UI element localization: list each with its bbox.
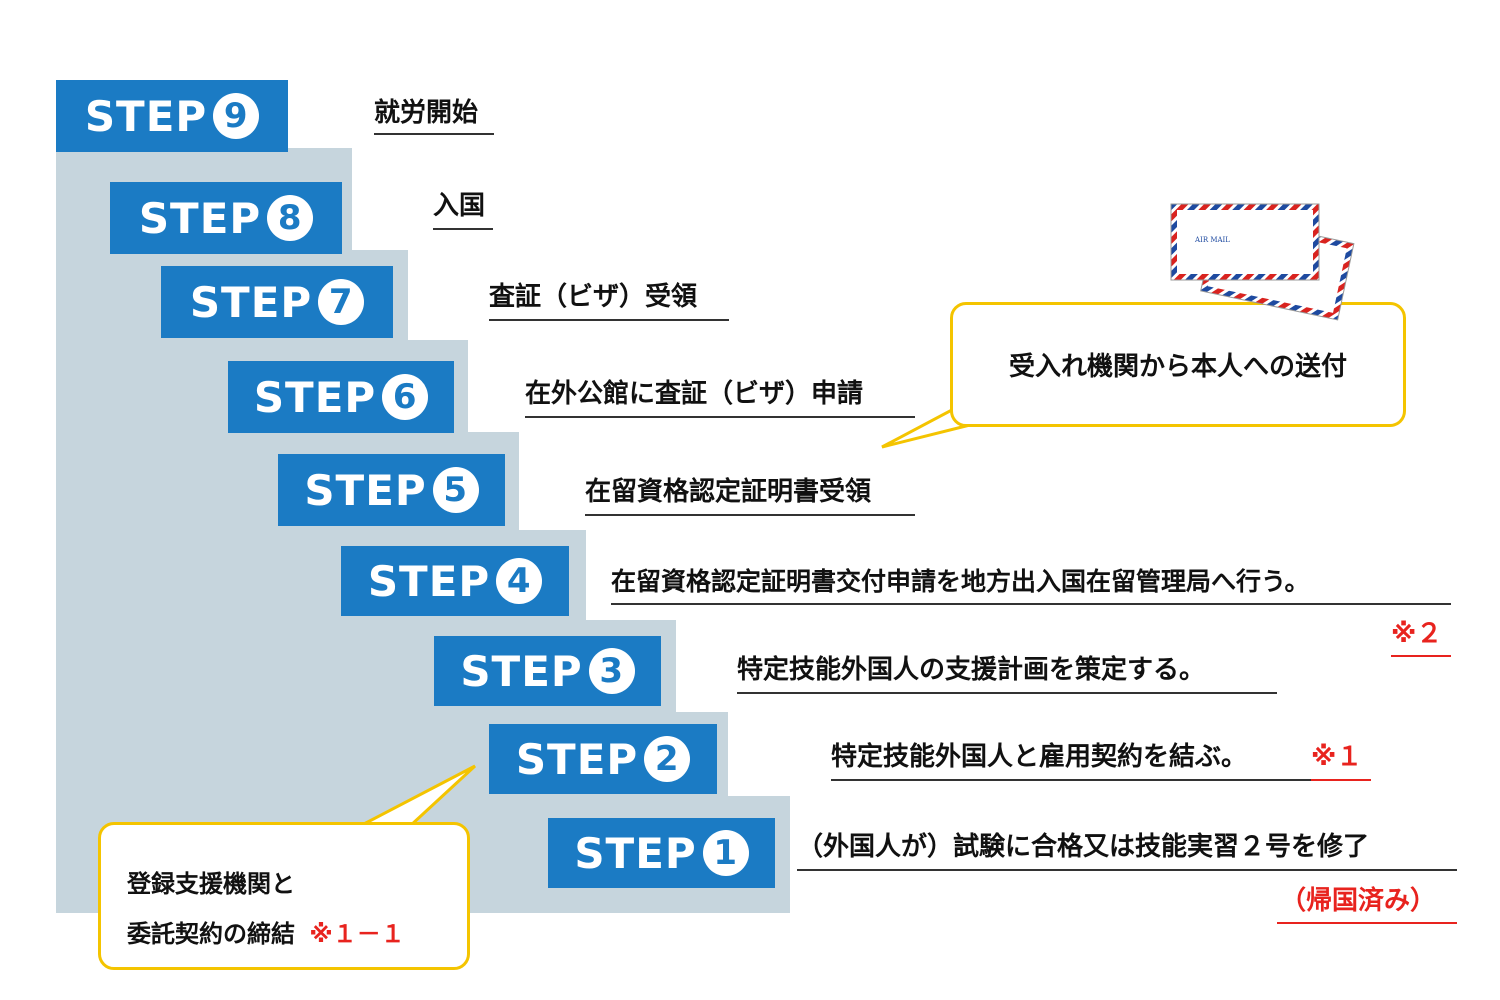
- step-2-note-underline: [1311, 779, 1371, 781]
- step-4-note-underline: [1391, 655, 1451, 657]
- step-3-underline: [737, 692, 1277, 694]
- airmail-envelope-icon: AIR MAIL: [1170, 203, 1355, 321]
- step-label: STEP: [84, 91, 208, 141]
- step-9-underline: [374, 133, 494, 135]
- step-2-note: ※１: [1311, 742, 1363, 772]
- step-label: STEP: [304, 465, 427, 515]
- step-7-underline: [489, 319, 729, 321]
- step-1-note-underline: [1277, 922, 1457, 924]
- step-4-underline: [611, 603, 1451, 605]
- step-7-description: 査証（ビザ）受領: [489, 282, 698, 312]
- step-number: 8: [267, 195, 314, 241]
- step-1-underline: [797, 869, 1457, 871]
- step-1-description: （外国人が）試験に合格又は技能実習２号を修了: [797, 832, 1370, 862]
- step-label: STEP: [574, 828, 697, 878]
- step-4-note: ※２: [1391, 619, 1443, 649]
- step-number: 9: [213, 93, 260, 139]
- step-6-box: STEP 6: [228, 361, 454, 433]
- send-bubble: 受入れ機関から本人への送付: [950, 302, 1406, 427]
- send-bubble-text: 受入れ機関から本人への送付: [1008, 352, 1347, 382]
- step-label: STEP: [253, 372, 377, 422]
- step-label: STEP: [189, 277, 313, 327]
- step-label: STEP: [367, 556, 491, 606]
- step-1-box: STEP 1: [548, 818, 775, 888]
- step-3-description: 特定技能外国人の支援計画を策定する。: [737, 655, 1206, 685]
- contract-bubble: 登録支援機関と 委託契約の締結 ※１－１: [98, 822, 470, 970]
- step-2-underline: [831, 779, 1311, 781]
- contract-bubble-line1: 登録支援機関と: [127, 870, 295, 898]
- step-number: 7: [318, 279, 365, 325]
- step-7-box: STEP 7: [161, 266, 393, 338]
- step-1-note: （帰国済み）: [1280, 886, 1437, 916]
- step-number: 2: [644, 736, 691, 782]
- contract-bubble-line2: 委託契約の締結 ※１－１: [127, 909, 467, 959]
- step-9-description: 就労開始: [374, 98, 479, 128]
- contract-bubble-note: ※１－１: [309, 920, 405, 948]
- step-8-underline: [433, 228, 493, 230]
- step-number: 4: [496, 558, 543, 604]
- step-5-box: STEP 5: [278, 454, 505, 526]
- step-8-description: 入国: [433, 191, 486, 221]
- step-label: STEP: [138, 193, 262, 243]
- step-number: 5: [432, 467, 479, 513]
- step-4-box: STEP 4: [341, 546, 569, 616]
- step-9-box: STEP 9: [56, 80, 288, 152]
- step-3-box: STEP 3: [434, 636, 661, 706]
- step-6-description: 在外公館に査証（ビザ）申請: [525, 379, 864, 409]
- step-number: 3: [588, 648, 635, 694]
- step-5-underline: [585, 514, 915, 516]
- step-2-box: STEP 2: [489, 724, 717, 794]
- step-8-box: STEP 8: [110, 182, 342, 254]
- step-4-description: 在留資格認定証明書交付申請を地方出入国在留管理局へ行う。: [611, 567, 1310, 596]
- step-6-underline: [525, 416, 915, 418]
- step-number: 1: [702, 830, 749, 876]
- step-label: STEP: [460, 646, 583, 696]
- step-number: 6: [382, 374, 429, 420]
- envelope-text: AIR MAIL: [1194, 236, 1230, 244]
- step-label: STEP: [515, 734, 639, 784]
- contract-bubble-line2-text: 委託契約の締結: [127, 920, 295, 948]
- step-2-description: 特定技能外国人と雇用契約を結ぶ。: [831, 742, 1248, 772]
- step-5-description: 在留資格認定証明書受領: [585, 477, 872, 507]
